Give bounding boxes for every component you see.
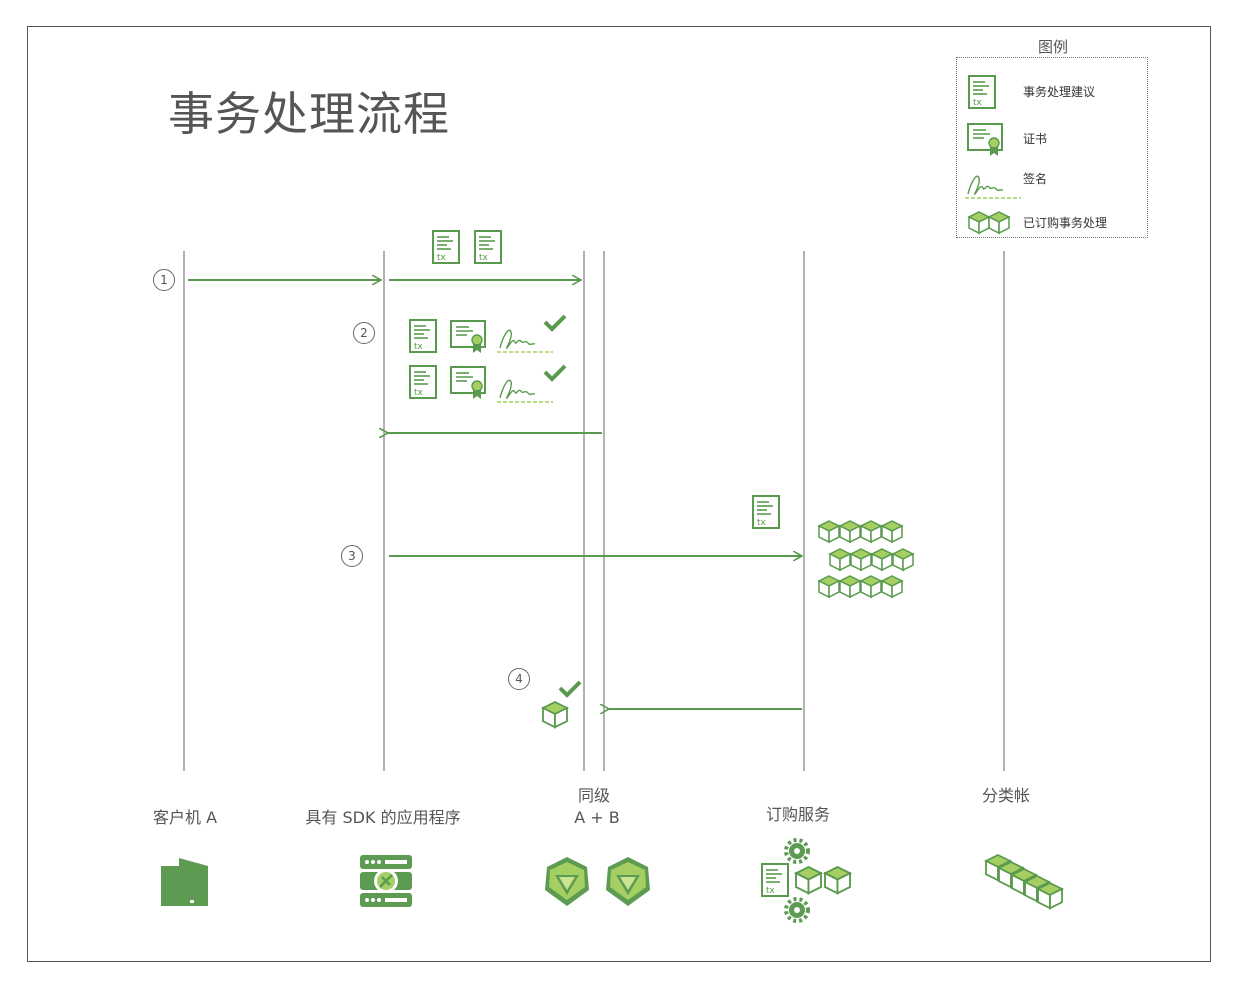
lane-label-peer-line1: 同级 [577,786,611,805]
signature-icon [496,329,554,353]
legend-title: 图例 [1038,38,1069,56]
cube-icon [881,520,903,543]
peer-a-icon [545,857,589,906]
cube-icon [860,575,882,598]
ledger-icon [985,854,1063,910]
lane-label-app: 具有 SDK 的应用程序 [305,808,461,827]
step-3-marker: 3 [341,545,363,567]
cube-icon [829,548,851,571]
cube-icon [839,575,861,598]
legend-label-certificate: 证书 [1023,132,1048,146]
step-4-marker: 4 [508,668,530,690]
transaction-proposal-icon: tx [432,230,460,264]
step-1-marker: 1 [153,269,175,291]
lane-label-ledger: 分类帐 [981,786,1031,805]
transaction-proposal-icon: tx [474,230,502,264]
tx-label: tx [973,98,983,108]
client-device-icon [161,858,208,906]
cube-icon [871,548,893,571]
check-icon [543,364,567,381]
tx-label: tx [479,253,489,263]
certificate-icon [450,366,486,400]
tx-label: tx [437,253,447,263]
transaction-proposal-icon: tx [761,863,789,897]
transaction-proposal-icon: tx [409,319,437,353]
check-icon [558,680,582,697]
legend-box [956,57,1148,238]
ordered-transactions-block [818,520,914,598]
legend-label-proposal: 事务处理建议 [1023,85,1096,99]
cube-icon [818,520,840,543]
diagram-frame [27,26,1211,962]
cube-icon [795,866,822,895]
gear-icon [784,838,810,864]
cube-icon [839,520,861,543]
lane-label-client: 客户机 A [152,808,218,827]
tx-label: tx [414,342,424,352]
signature-icon [496,379,554,403]
transaction-proposal-icon: tx [752,495,780,529]
gear-icon [784,897,810,923]
legend-transaction-proposal-icon: tx [968,75,996,109]
ordering-service-icon: tx [761,838,851,923]
cube-icon [850,548,872,571]
cube-icon [818,575,840,598]
lane-label-orderer: 订购服务 [765,805,831,824]
cube-icon [860,520,882,543]
transaction-proposal-icon: tx [409,365,437,399]
committed-block-icon [542,701,568,729]
cube-icon [892,548,914,571]
certificate-icon [450,320,486,354]
check-icon [543,314,567,331]
legend-label-signature: 签名 [1023,172,1048,186]
tx-label: tx [757,518,767,528]
tx-label: tx [766,886,776,896]
step-2-marker: 2 [353,322,375,344]
legend-label-ordered-transactions: 已订购事务处理 [1023,216,1108,230]
peer-b-icon [606,857,650,906]
tx-label: tx [414,388,424,398]
page-title: 事务处理流程 [168,87,450,141]
cube-icon [881,575,903,598]
cube-icon [824,866,851,895]
lane-label-peer-line2: A + B [574,808,620,827]
sdk-application-icon [360,855,412,907]
